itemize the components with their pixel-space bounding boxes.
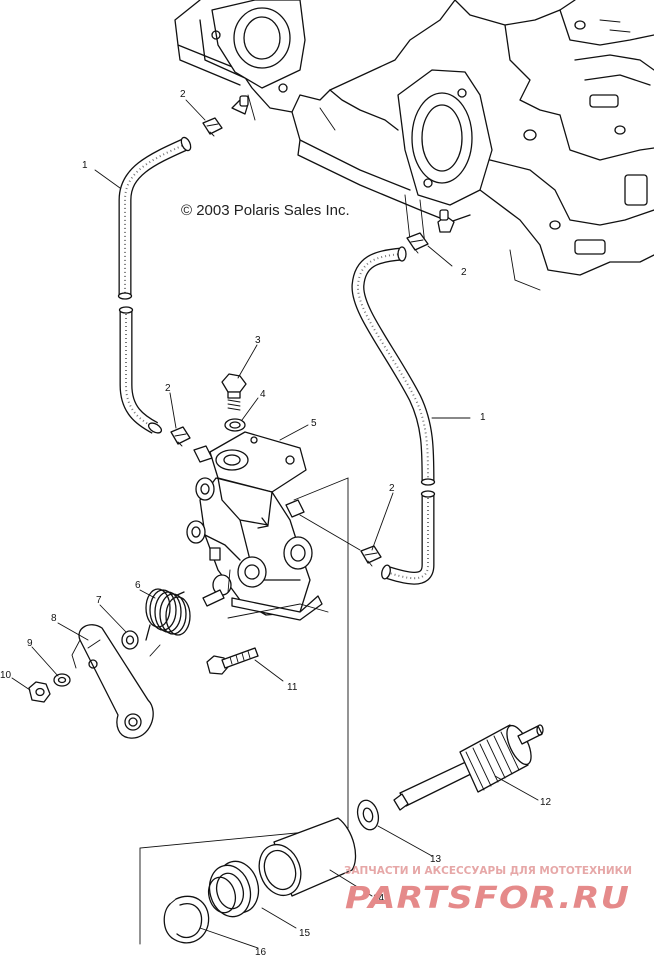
callout-11: 11 <box>287 682 298 693</box>
callout-9: 9 <box>27 638 33 649</box>
callout-1-right: 1 <box>480 412 486 423</box>
callout-16: 16 <box>255 947 267 956</box>
spring <box>145 588 191 657</box>
callout-2-right-pump: 2 <box>389 483 395 494</box>
callout-6: 6 <box>135 580 141 591</box>
callout-15: 15 <box>299 928 311 939</box>
bushing <box>258 817 357 897</box>
callout-10: 10 <box>0 670 12 681</box>
hose-clamp-top <box>202 117 223 137</box>
left-upper-hose <box>117 136 192 300</box>
lock-washer <box>53 673 71 687</box>
callout-14: 14 <box>373 893 385 904</box>
assembly-bracket-lines <box>139 477 361 945</box>
callout-labels: 1 2 2 3 4 5 2 1 2 6 7 8 9 10 11 12 13 14… <box>0 89 552 956</box>
callout-2-left-pump: 2 <box>165 383 171 394</box>
copyright-text: © 2003 Polaris Sales Inc. <box>181 202 350 219</box>
callout-3: 3 <box>255 335 261 346</box>
left-lower-hose <box>118 306 163 434</box>
thrust-washer <box>356 799 380 831</box>
screw <box>206 647 259 675</box>
callout-2-right-top: 2 <box>461 267 467 278</box>
callout-13: 13 <box>430 854 442 865</box>
washer-7 <box>121 630 139 650</box>
right-upper-hose <box>351 246 436 486</box>
right-fitting <box>437 209 455 233</box>
oil-seal <box>207 860 260 918</box>
callout-12: 12 <box>540 797 552 808</box>
callout-7: 7 <box>96 595 102 606</box>
oil-pump <box>186 373 323 621</box>
engine-manifold <box>174 0 654 291</box>
callout-5: 5 <box>311 418 317 429</box>
callout-4: 4 <box>260 389 266 400</box>
snap-ring <box>163 895 210 944</box>
callout-1-left: 1 <box>82 160 88 171</box>
hose-clamp-right-top <box>406 232 429 254</box>
control-lever <box>71 624 154 739</box>
hose-clamp-right-pump <box>360 545 382 567</box>
hose-clamp-left-pump <box>170 426 191 447</box>
drive-shaft-gear <box>393 724 544 811</box>
watermark: ЗАПЧАСТИ И АКСЕССУАРЫ ДЛЯ МОТОТЕХНИКИ PA… <box>344 864 632 916</box>
callout-2-top: 2 <box>180 89 186 100</box>
watermark-logo: PARTSFOR.RU <box>345 881 630 916</box>
right-lower-hose <box>381 490 436 585</box>
watermark-tagline: ЗАПЧАСТИ И АКСЕССУАРЫ ДЛЯ МОТОТЕХНИКИ <box>344 864 632 877</box>
callout-8: 8 <box>51 613 57 624</box>
nut <box>28 681 51 703</box>
leader-lines <box>11 99 539 949</box>
top-fitting <box>231 95 249 115</box>
